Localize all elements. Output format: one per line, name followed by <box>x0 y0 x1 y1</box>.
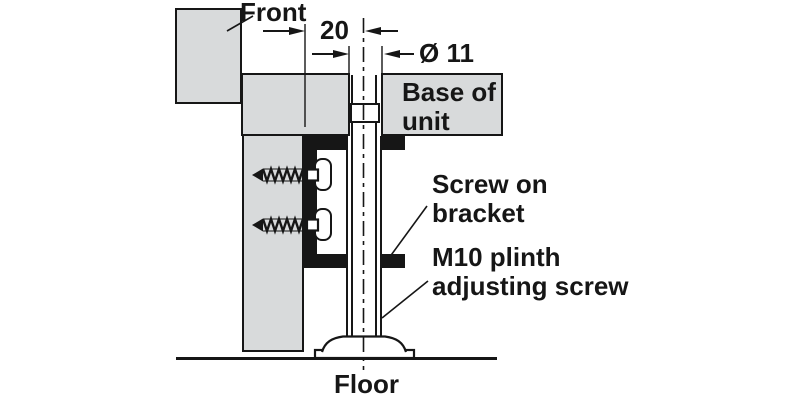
base-of-unit-label: Base of unit <box>402 77 496 136</box>
screw-head <box>305 218 320 232</box>
bracket-bottom-arm-right <box>381 254 405 268</box>
m10-plinth-label: M10 plinth adjusting screw <box>432 242 629 301</box>
floor-label: Floor <box>334 369 399 399</box>
base-of-unit-panel-left <box>241 73 350 136</box>
foot <box>313 335 416 360</box>
dimension-arrowhead <box>365 27 381 35</box>
front-panel <box>175 8 242 104</box>
dim-20-label: 20 <box>320 15 349 45</box>
front-label: Front <box>240 0 307 27</box>
wood-screw-lower <box>252 215 320 235</box>
bracket-top-arm-left <box>304 136 347 150</box>
leader-front <box>226 15 254 32</box>
leader-screw-on-bracket <box>388 205 428 259</box>
screw-tip <box>252 218 263 232</box>
dimension-arrowhead <box>333 50 349 58</box>
wood-screw-upper <box>252 165 320 185</box>
dimension-dia-11 <box>312 46 414 74</box>
screw-thread <box>261 165 309 185</box>
dimension-20 <box>263 24 398 127</box>
dim-dia-11-label: Ø 11 <box>419 38 474 68</box>
bracket-top-arm-right <box>381 136 405 150</box>
screw-nut <box>350 103 380 123</box>
base-of-unit-panel-right <box>381 73 503 136</box>
screw-tip <box>252 168 263 182</box>
screw-head <box>305 168 320 182</box>
dimension-arrowhead <box>384 50 400 58</box>
screw-on-bracket-label: Screw on bracket <box>432 169 548 228</box>
bracket-bottom-arm-left <box>304 254 347 268</box>
screw-thread <box>261 215 309 235</box>
leader-m10-screw <box>381 280 429 319</box>
dimension-arrowhead <box>289 27 305 35</box>
